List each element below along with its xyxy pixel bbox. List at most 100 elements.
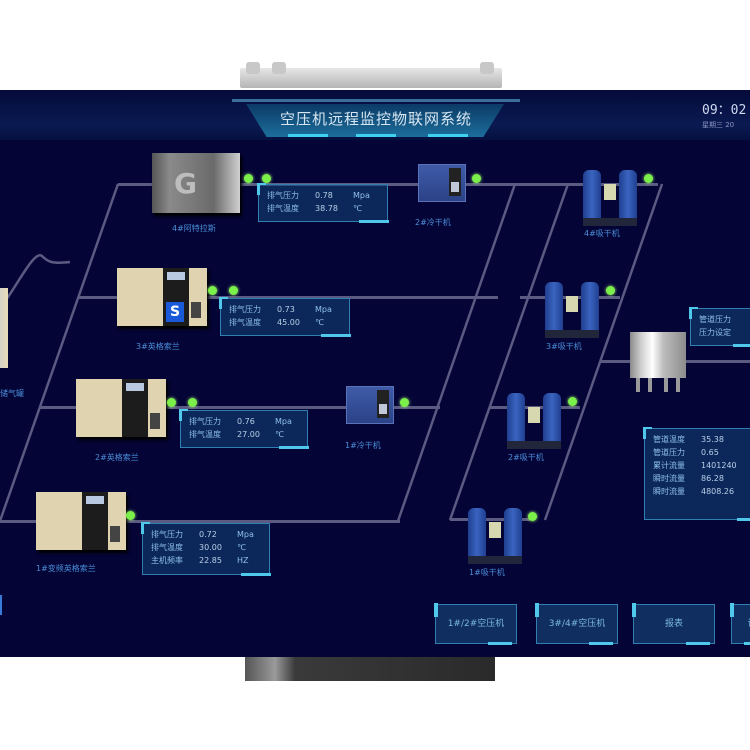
mount-knob xyxy=(272,62,286,74)
scada-screen: 空压机远程监控物联网系统 09：02 星期三 20 储气罐 G 4#阿特拉斯 排… xyxy=(0,90,750,657)
pressure-value: 0.78 xyxy=(315,191,333,200)
temp-value: 45.00 xyxy=(277,318,300,327)
date-label: 星期三 20 xyxy=(702,121,735,129)
adsorption-dryer-2[interactable] xyxy=(507,393,561,449)
compressor-4[interactable]: G xyxy=(152,153,240,213)
title-divider xyxy=(232,99,520,102)
compressor-2-panel: 排气压力 0.76 Mpa 排气温度 27.00 ℃ xyxy=(179,409,309,449)
cold-dryer-2[interactable] xyxy=(418,164,466,202)
settings-button[interactable]: 设 xyxy=(730,603,750,645)
adsorption-dryer-3[interactable] xyxy=(545,282,599,338)
adsorption-dryer-2-label: 2#吸干机 xyxy=(508,453,544,462)
temp-unit: ℃ xyxy=(353,204,362,213)
title-accent xyxy=(288,134,328,137)
pipe-diagonal xyxy=(396,183,517,522)
temp-value: 38.78 xyxy=(315,204,338,213)
adsorption-dryer-1[interactable] xyxy=(468,508,522,564)
status-indicator xyxy=(229,286,238,295)
adsorption-dryer-4[interactable] xyxy=(583,170,637,226)
status-indicator xyxy=(568,397,577,406)
temp-unit: ℃ xyxy=(315,318,324,327)
title-accent xyxy=(356,134,396,137)
side-indicator xyxy=(0,595,2,615)
status-indicator xyxy=(262,174,271,183)
pipe-row-2 xyxy=(78,296,498,299)
stat-value: 86.28 xyxy=(701,474,724,483)
cold-dryer-1[interactable] xyxy=(346,386,394,424)
report-button[interactable]: 报表 xyxy=(632,603,715,645)
stat-label: 瞬时流量 xyxy=(653,474,685,483)
status-indicator xyxy=(167,398,176,407)
tank-panel: 管道压力 压力设定 xyxy=(689,307,750,347)
monitor-mount-top xyxy=(240,62,502,88)
compressor-2[interactable] xyxy=(76,379,166,437)
page-title: 空压机远程监控物联网系统 xyxy=(279,110,472,128)
status-indicator xyxy=(528,512,537,521)
temp-label: 排气温度 xyxy=(189,430,221,439)
temp-value: 30.00 xyxy=(199,543,222,552)
status-indicator xyxy=(188,398,197,407)
cold-dryer-2-label: 2#冷干机 xyxy=(415,218,451,227)
pressure-value: 0.72 xyxy=(199,530,217,539)
pressure-unit: Mpa xyxy=(237,530,254,539)
pressure-unit: Mpa xyxy=(275,417,292,426)
adsorption-dryer-4-label: 4#吸干机 xyxy=(584,229,620,238)
compressor-1-label: 1#变频英格索兰 xyxy=(36,564,96,573)
pipe-curve xyxy=(4,254,71,301)
air-receiver-left[interactable] xyxy=(0,288,8,368)
stat-value: 0.65 xyxy=(701,448,719,457)
pipe-diagonal xyxy=(543,183,664,521)
brand-logo-icon: G xyxy=(174,167,197,200)
compressor-1[interactable] xyxy=(36,492,126,550)
pipe-diagonal xyxy=(0,183,120,522)
mount-knob xyxy=(480,62,494,74)
stat-value: 35.38 xyxy=(701,435,724,444)
pressure-value: 0.73 xyxy=(277,305,295,314)
status-indicator xyxy=(400,398,409,407)
temp-label: 排气温度 xyxy=(229,318,261,327)
stat-label: 瞬时流量 xyxy=(653,487,685,496)
compressor-1-2-button[interactable]: 1#/2#空压机 xyxy=(434,603,517,645)
brand-logo-icon: S xyxy=(166,302,184,322)
compressor-4-label: 4#阿特拉斯 xyxy=(172,224,216,233)
pipe-row-3 xyxy=(40,406,440,409)
compressor-3-4-button[interactable]: 3#/4#空压机 xyxy=(535,603,618,645)
status-indicator xyxy=(644,174,653,183)
pipe-row-4b xyxy=(450,518,530,521)
freq-unit: HZ xyxy=(237,556,249,565)
status-indicator xyxy=(472,174,481,183)
compressor-3-label: 3#英格索兰 xyxy=(136,342,180,351)
compressor-2-label: 2#英格索兰 xyxy=(95,453,139,462)
pipe-diagonals xyxy=(0,183,664,522)
stat-label: 累计流量 xyxy=(653,461,685,470)
pressure-unit: Mpa xyxy=(353,191,370,200)
mount-knob xyxy=(246,62,260,74)
temp-value: 27.00 xyxy=(237,430,260,439)
title-accent xyxy=(428,134,468,137)
pipe-row-1b xyxy=(448,183,658,186)
title-bar: 空压机远程监控物联网系统 xyxy=(232,95,520,137)
pressure-value: 0.76 xyxy=(237,417,255,426)
temp-unit: ℃ xyxy=(275,430,284,439)
left-device-label: 储气罐 xyxy=(0,389,24,398)
temp-unit: ℃ xyxy=(237,543,246,552)
air-storage-tank[interactable] xyxy=(630,332,686,392)
freq-label: 主机频率 xyxy=(151,556,183,565)
status-indicator xyxy=(208,286,217,295)
freq-value: 22.85 xyxy=(199,556,222,565)
compressor-3[interactable]: S xyxy=(117,268,207,326)
temp-label: 排气温度 xyxy=(267,204,299,213)
pressure-unit: Mpa xyxy=(315,305,332,314)
stat-label: 管道压力 xyxy=(653,448,685,457)
status-indicator xyxy=(244,174,253,183)
pressure-label: 排气压力 xyxy=(189,417,221,426)
stat-label: 管道温度 xyxy=(653,435,685,444)
status-indicator xyxy=(126,511,135,520)
stat-value: 4808.26 xyxy=(701,487,735,496)
pipe-row-4 xyxy=(0,520,400,523)
pressure-label: 排气压力 xyxy=(151,530,183,539)
